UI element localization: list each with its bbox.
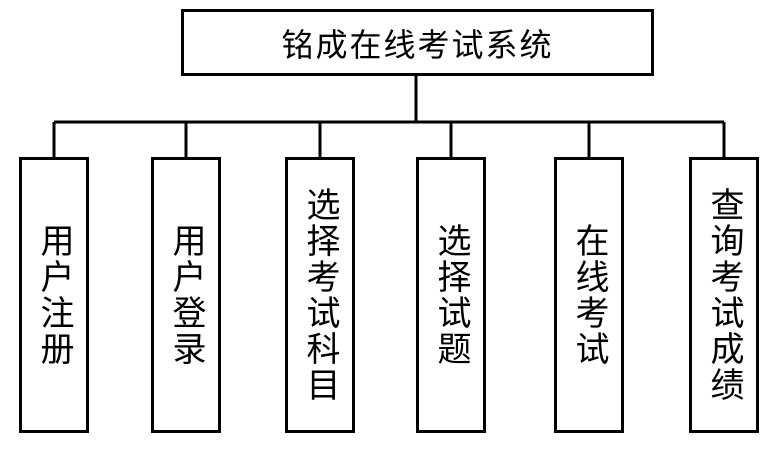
module-label-user-register: 用户注册: [34, 223, 74, 367]
module-label-query-scores: 查询考试成绩: [704, 187, 744, 403]
module-node-select-subject: 选择考试科目: [285, 157, 355, 433]
module-label-user-login: 用户登录: [166, 223, 206, 367]
module-label-online-exam: 在线考试: [569, 223, 609, 367]
module-label-select-questions: 选择试题: [431, 223, 471, 367]
root-node: 铭成在线考试系统: [181, 9, 654, 76]
module-node-select-questions: 选择试题: [416, 157, 486, 433]
root-node-label: 铭成在线考试系统: [281, 25, 554, 64]
module-node-query-scores: 查询考试成绩: [689, 157, 759, 433]
module-label-select-subject: 选择考试科目: [300, 187, 340, 403]
module-node-user-login: 用户登录: [151, 157, 221, 433]
module-node-online-exam: 在线考试: [554, 157, 624, 433]
module-node-user-register: 用户注册: [19, 157, 89, 433]
